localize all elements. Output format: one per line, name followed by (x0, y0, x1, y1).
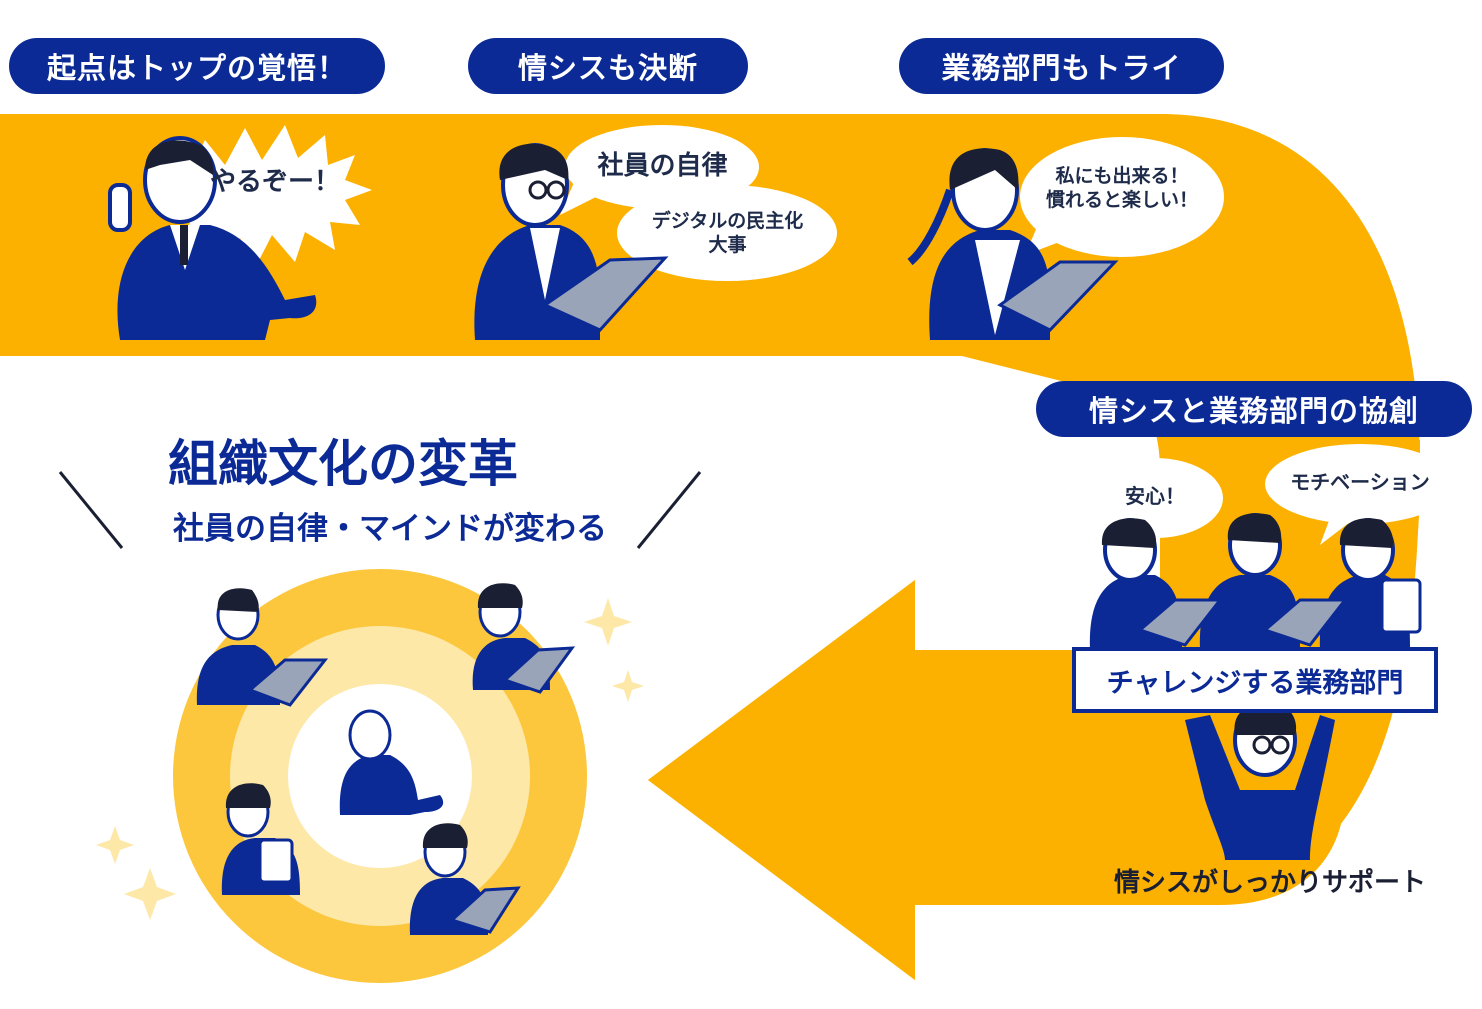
team-figures (1089, 513, 1422, 650)
bubble-team-left (1087, 458, 1223, 538)
sparkle-icon (584, 598, 632, 646)
bubble-team-right (1265, 444, 1455, 524)
step-3-label: 業務部門もトライ (899, 38, 1224, 94)
bubble-it-2 (617, 185, 837, 281)
bubble-top-exec-text: やるぞー！ (209, 167, 340, 197)
bubble-it-2-text: デジタルの民主化 大事 (651, 210, 804, 256)
step-2-label: 情シスも決断 (468, 38, 748, 94)
it-staff-figure (474, 143, 669, 340)
bubble-team-right-text: モチベーション (1290, 470, 1430, 494)
challenge-business-box: チャレンジする業務部門 (1072, 647, 1438, 713)
sparkle-icon (124, 868, 176, 920)
flow-band-top (0, 114, 1420, 660)
top-exec-figure (108, 136, 317, 340)
it-support-label: 情シスがしっかりサポート (1113, 868, 1426, 898)
bubble-business-text: 私にも出来る！ 慣れると楽しい！ (1045, 165, 1198, 211)
step-4-label: 情シスと業務部門の協創 (1036, 381, 1472, 437)
culture-change-subtitle: 社員の自律・マインドが変わる (173, 511, 607, 547)
title-slash-left (58, 471, 124, 549)
bubble-it-1-text: 社員の自律 (597, 151, 728, 181)
bubble-business (1020, 137, 1224, 257)
title-slash-right (636, 471, 702, 549)
culture-change-title: 組織文化の変革 (168, 435, 518, 493)
sparkle-icon (96, 826, 134, 864)
sparkle-icon (612, 670, 644, 702)
circle-figures (196, 583, 576, 935)
step-1-label: 起点はトップの覚悟！ (9, 38, 385, 94)
business-staff-figure (907, 148, 1119, 340)
bubble-team-left-text: 安心！ (1125, 484, 1185, 508)
